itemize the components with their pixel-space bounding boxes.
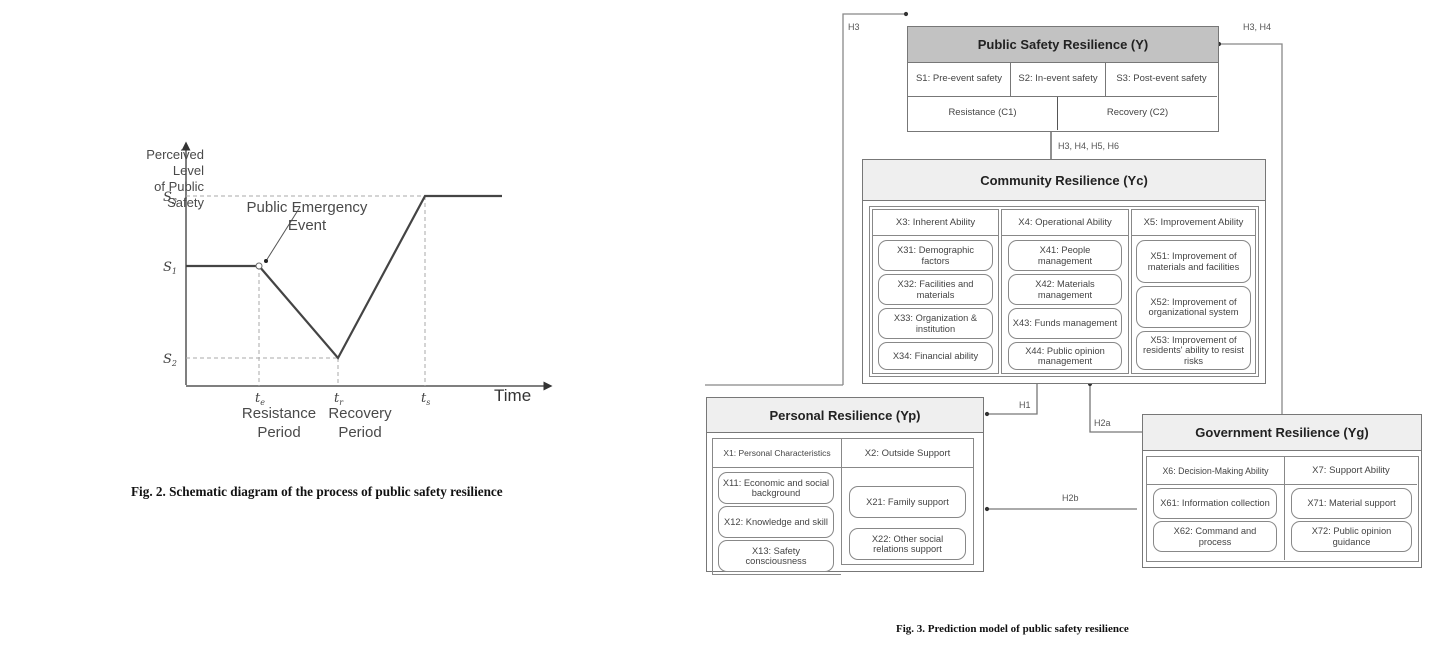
factor-x61: X61: Information collection <box>1153 488 1277 519</box>
col-title: X4: Operational Ability <box>1002 210 1128 236</box>
factor-x22: X22: Other social relations support <box>849 528 966 560</box>
factor-x71: X71: Material support <box>1291 488 1412 519</box>
x-tick-ts: ts <box>421 391 430 407</box>
psr-s2: S2: In-event safety <box>1011 62 1106 97</box>
psr-c1: Resistance (C1) <box>908 97 1058 130</box>
recovery-period-line1: Recovery <box>328 405 392 422</box>
event-pointer-line <box>265 206 301 262</box>
h1-label: H1 <box>1019 400 1031 410</box>
factor-x13: X13: Safety consciousness <box>718 540 834 572</box>
factor-x52: X52: Improvement of organizational syste… <box>1136 286 1251 328</box>
factor-x62: X62: Command and process <box>1153 521 1277 552</box>
personal-col-characteristics: X1: Personal Characteristics X11: Econom… <box>712 438 841 575</box>
h1-connector <box>984 384 1038 417</box>
government-columns: X6: Decision-Making Ability X61: Informa… <box>1146 456 1419 562</box>
government-resilience-box: Government Resilience (Yg) X6: Decision-… <box>1142 414 1422 568</box>
col-title: X7: Support Ability <box>1285 457 1417 485</box>
factor-x41: X41: People management <box>1008 240 1122 271</box>
factor-x11: X11: Economic and social background <box>718 472 834 504</box>
factor-x31: X31: Demographic factors <box>878 240 993 271</box>
figure-3-caption: Fig. 3. Prediction model of public safet… <box>896 623 1129 635</box>
h3-left-connector <box>842 11 909 385</box>
factor-x21: X21: Family support <box>849 486 966 518</box>
community-col-improvement: X5: Improvement Ability X51: Improvement… <box>1131 209 1256 374</box>
factor-x33: X33: Organization & institution <box>878 308 993 339</box>
community-col-operational: X4: Operational Ability X41: People mana… <box>1001 209 1129 374</box>
col-title: X3: Inherent Ability <box>873 210 998 236</box>
y-tick-s2: S2 <box>163 352 177 368</box>
community-resilience-box: Community Resilience (Yc) X3: Inherent A… <box>862 159 1266 384</box>
col-title: X6: Decision-Making Ability <box>1147 457 1284 485</box>
h2a-label: H2a <box>1094 418 1111 428</box>
personal-resilience-box: Personal Resilience (Yp) X1: Personal Ch… <box>706 397 984 575</box>
factor-x72: X72: Public opinion guidance <box>1291 521 1412 552</box>
resistance-period-label: Resistance Period <box>229 404 329 442</box>
h2a-connector <box>1087 381 1142 433</box>
community-title: Community Resilience (Yc) <box>863 160 1265 201</box>
personal-title: Personal Resilience (Yp) <box>707 398 983 433</box>
event-annotation-line2: Event <box>287 217 327 234</box>
h3-h6-label-center: H3, H4, H5, H6 <box>1058 141 1120 151</box>
factor-x12: X12: Knowledge and skill <box>718 506 834 538</box>
event-annotation: Public Emergency Event <box>227 199 387 235</box>
psr-title: Public Safety Resilience (Y) <box>908 27 1218 63</box>
community-columns: X3: Inherent Ability X31: Demographic fa… <box>869 206 1259 377</box>
y-axis-label-line2: of Public Safety <box>154 179 204 210</box>
factor-x43: X43: Funds management <box>1008 308 1122 339</box>
col-title: X2: Outside Support <box>842 439 973 468</box>
factor-x32: X32: Facilities and materials <box>878 274 993 305</box>
psr-c2: Recovery (C2) <box>1106 107 1169 119</box>
figure-2-caption: Fig. 2. Schematic diagram of the process… <box>131 484 503 499</box>
col-title: X5: Improvement Ability <box>1132 210 1255 236</box>
x-tick-tr: tr <box>334 391 344 407</box>
h3h4-right-connector <box>1216 41 1283 428</box>
resistance-period-line1: Resistance <box>241 405 317 422</box>
x-axis-label: Time <box>494 386 532 405</box>
event-annotation-line1: Public Emergency <box>246 199 368 216</box>
y-axis-label-line1: Perceived Level <box>146 147 204 178</box>
factor-x42: X42: Materials management <box>1008 274 1122 305</box>
government-title: Government Resilience (Yg) <box>1143 415 1421 451</box>
y-tick-s3: S3 <box>163 190 177 206</box>
community-col-inherent: X3: Inherent Ability X31: Demographic fa… <box>872 209 999 374</box>
resistance-period-line2: Period <box>257 424 301 441</box>
psr-s1: S1: Pre-event safety <box>908 62 1011 97</box>
h3h4-label-right: H3, H4 <box>1243 22 1272 32</box>
factor-x51: X51: Improvement of materials and facili… <box>1136 240 1251 283</box>
h2b-label: H2b <box>1062 493 1079 503</box>
series-line <box>186 194 502 360</box>
recovery-period-label: Recovery Period <box>315 404 405 442</box>
public-safety-resilience-box: Public Safety Resilience (Y) S1: Pre-eve… <box>907 26 1219 132</box>
factor-x34: X34: Financial ability <box>878 342 993 370</box>
event-point <box>255 262 263 270</box>
event-pointer-dot <box>264 259 268 263</box>
x-tick-te: te <box>255 391 265 407</box>
h3-label-left: H3 <box>848 22 860 32</box>
psr-s3: S3: Post-event safety <box>1106 62 1217 97</box>
factor-x44: X44: Public opinion management <box>1008 342 1122 370</box>
government-col-decision: X6: Decision-Making Ability X61: Informa… <box>1147 457 1285 560</box>
recovery-period-line2: Period <box>338 424 382 441</box>
personal-col-outside-support: X2: Outside Support X21: Family support … <box>841 438 974 565</box>
col-title: X1: Personal Characteristics <box>713 439 841 468</box>
government-col-support: X7: Support Ability X71: Material suppor… <box>1285 457 1417 560</box>
factor-x53: X53: Improvement of residents' ability t… <box>1136 331 1251 370</box>
y-axis-label: Perceived Level of Public Safety <box>114 147 204 211</box>
y-tick-s1: S1 <box>163 260 177 276</box>
